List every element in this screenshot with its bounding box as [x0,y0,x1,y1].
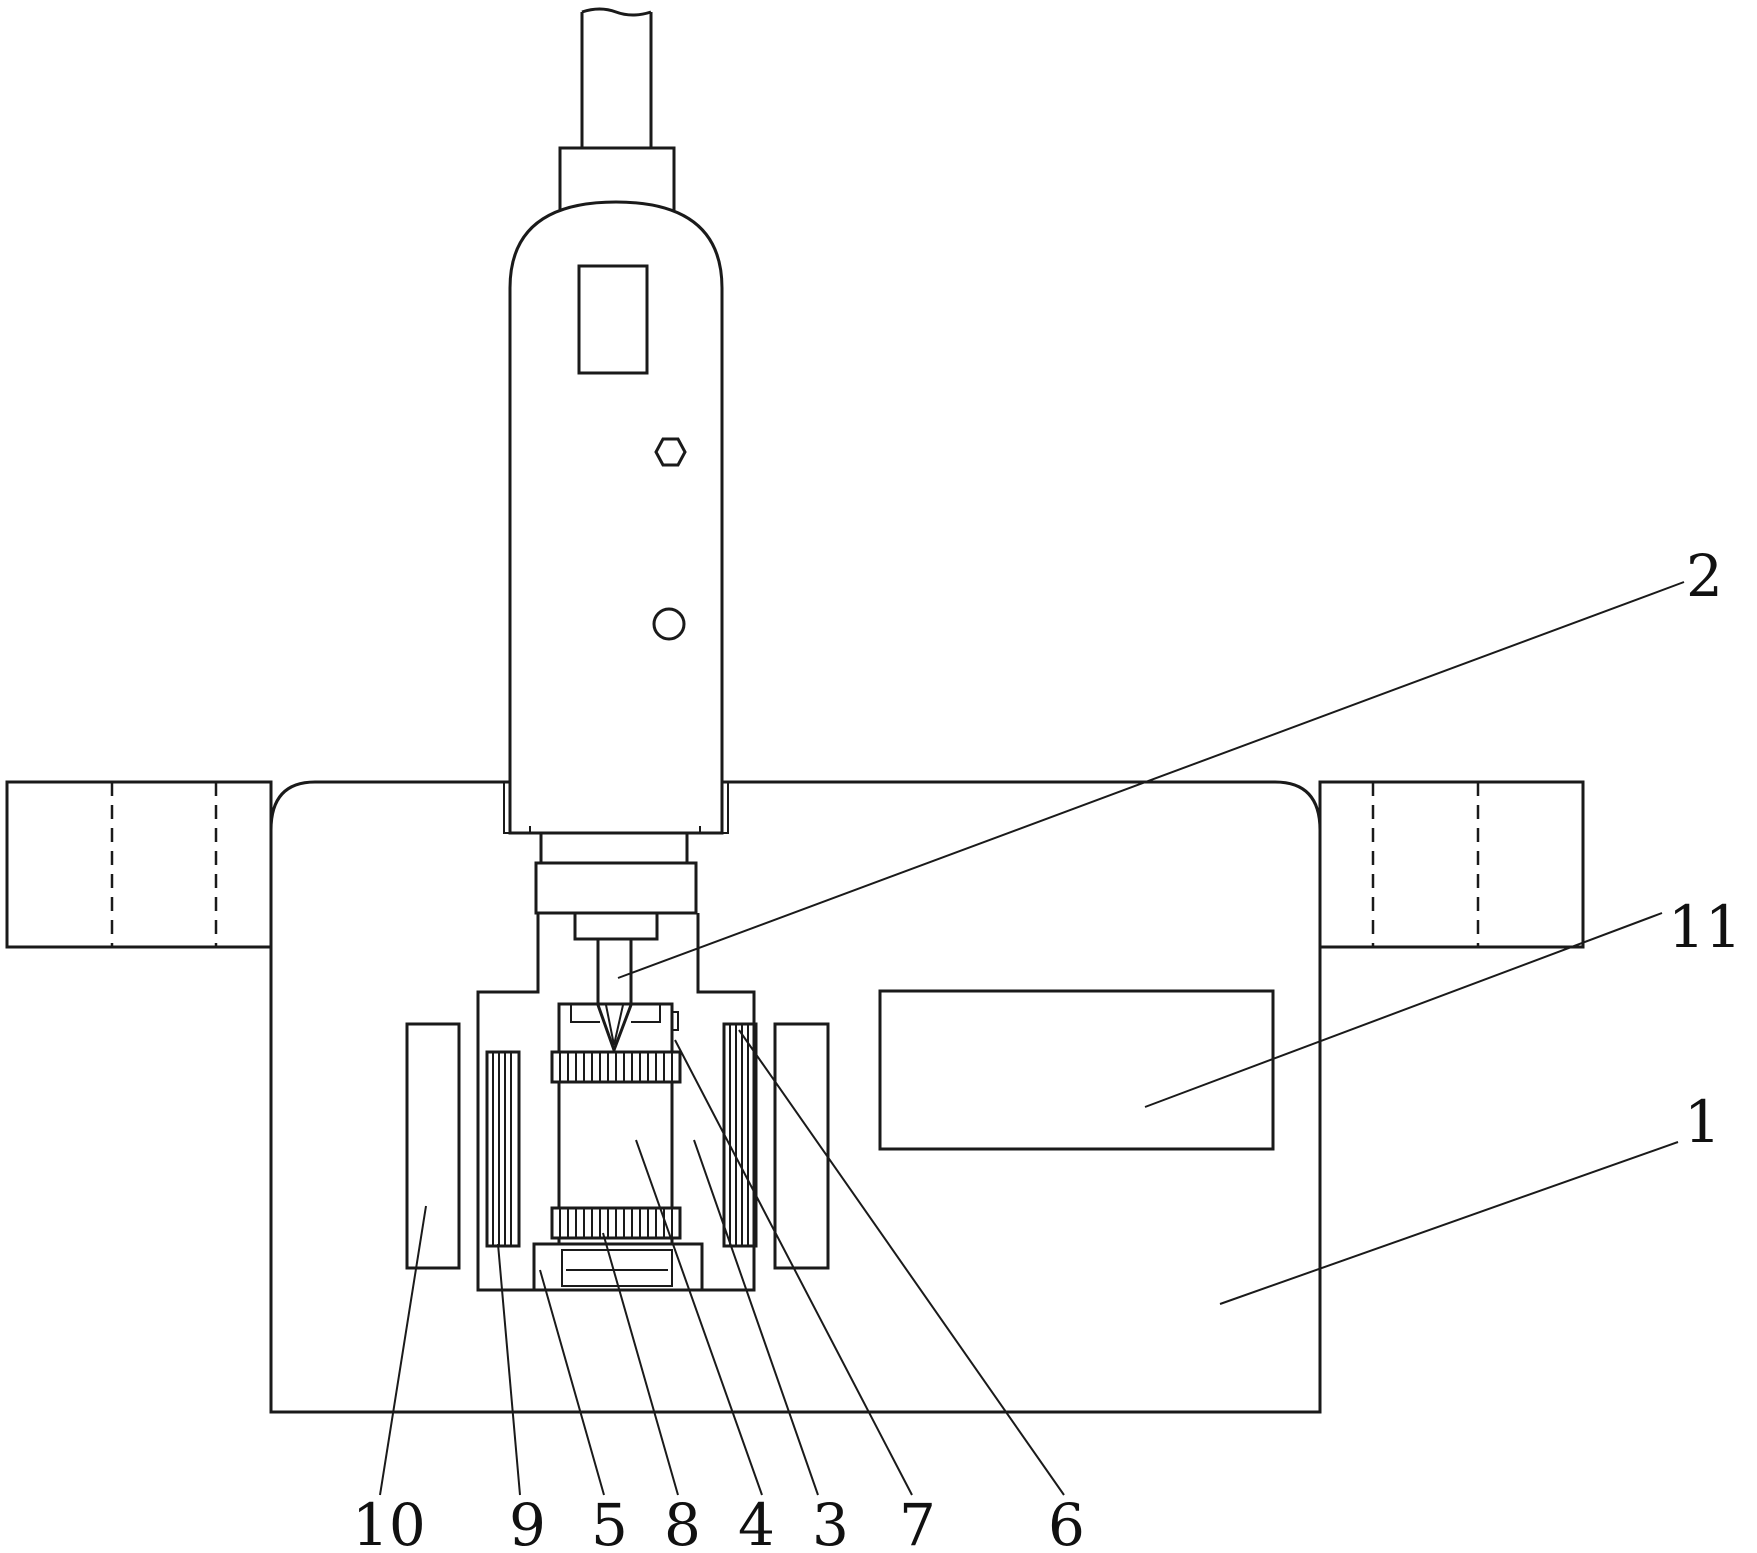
left-rack [485,1050,521,1248]
callout-3: 3 [812,1491,849,1553]
callout-9: 9 [509,1491,546,1553]
callout-4: 4 [738,1491,775,1553]
hex-button-upper [654,437,687,467]
base-mount [532,1242,704,1292]
holder-top-clamp [570,1004,661,1023]
display-window [577,264,649,375]
left-side-block [405,1022,461,1270]
upper-gear [550,1050,682,1084]
callout-11: 11 [1668,893,1742,961]
chuck-ring [534,861,698,915]
cable [580,7,653,148]
lower-gear [550,1206,682,1240]
chuck-tip [573,911,659,941]
callout-8: 8 [664,1491,701,1553]
drill-base-step [503,782,729,834]
callout-1: 1 [1684,1088,1721,1156]
drill-body [508,200,724,835]
sensor-small [671,1011,679,1031]
callout-5: 5 [591,1491,628,1553]
drill-bit [596,939,633,1055]
callout-6: 6 [1048,1491,1085,1553]
callout-10: 10 [352,1491,426,1553]
round-button-lower [652,607,686,641]
left-flange [5,780,273,949]
chuck-neck [539,831,689,865]
callout-7: 7 [899,1491,936,1553]
motor-block [561,1249,673,1287]
callout-2: 2 [1686,542,1723,610]
right-flange [1318,780,1585,949]
control-panel [878,989,1275,1151]
right-side-block [773,1022,830,1270]
leader-lines [379,581,1685,1496]
main-housing [269,780,1322,1414]
